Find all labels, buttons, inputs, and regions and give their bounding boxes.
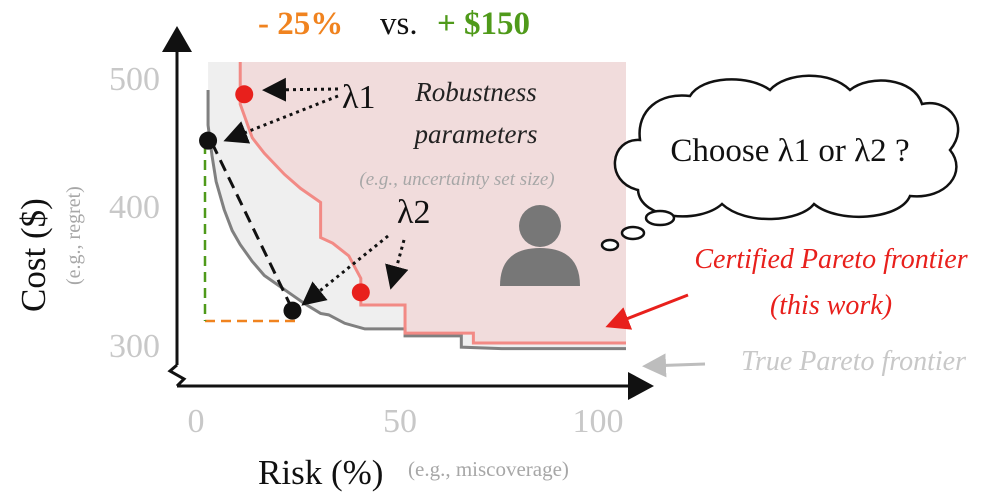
certified-label-line1: Certified Pareto frontier [694,244,967,275]
thought-dot-large [644,209,676,227]
robustness-label-line1: Robustness [414,77,537,107]
certified-label-arrow [605,293,689,330]
certified-label-line2: (this work) [770,290,892,321]
x-axis-note: (e.g., miscoverage) [408,457,569,481]
x-tick-50: 50 [383,403,417,440]
y-axis-label: Cost ($) [14,198,53,312]
lambda1-label: λ1 [342,79,376,116]
x-axis-label: Risk (%) [258,453,383,492]
lambda2-label: λ2 [397,194,431,231]
true-frontier-arrow [642,353,706,378]
point-layer [199,85,370,320]
y-axis-arrowhead [162,26,192,52]
lambda2-to-red-arrow [385,239,409,290]
cost-reduction-label: - 25% [258,6,343,42]
person-icon [500,205,580,286]
thought-dot-medium [620,225,646,241]
y-axis-note: (e.g., regret) [63,186,85,285]
x-tick-0: 0 [188,403,205,440]
y-axis-break [167,363,187,388]
point-λ2 [283,301,302,320]
point-λ1-certified [235,85,254,104]
true-frontier-label: True Pareto frontier [741,346,966,377]
point-λ2-certified [351,283,370,302]
thought-bubble: Choose λ1 or λ2 ? [600,74,960,252]
certified-frontier-line [238,61,626,345]
versus-label: vs. [380,6,418,42]
robustness-label-line2: parameters [413,119,538,149]
cost-increase-label: + $150 [437,6,530,42]
tradeoff-dashed-line [210,142,298,318]
thought-cloud [613,74,960,221]
y-tick-500: 500 [109,61,160,98]
lambda1-to-black-arrow [223,94,339,144]
x-axis-arrowhead [628,372,654,400]
x-tick-100: 100 [573,403,624,440]
y-tick-400: 400 [109,189,160,226]
axes [162,26,654,400]
point-λ1 [199,131,218,150]
lambda1-to-red-arrow [262,77,339,102]
uncertainty-note: (e.g., uncertainty set size) [359,169,554,190]
thought-dot-small [600,238,620,252]
y-tick-300: 300 [109,328,160,365]
thought-text: Choose λ1 or λ2 ? [670,133,909,169]
